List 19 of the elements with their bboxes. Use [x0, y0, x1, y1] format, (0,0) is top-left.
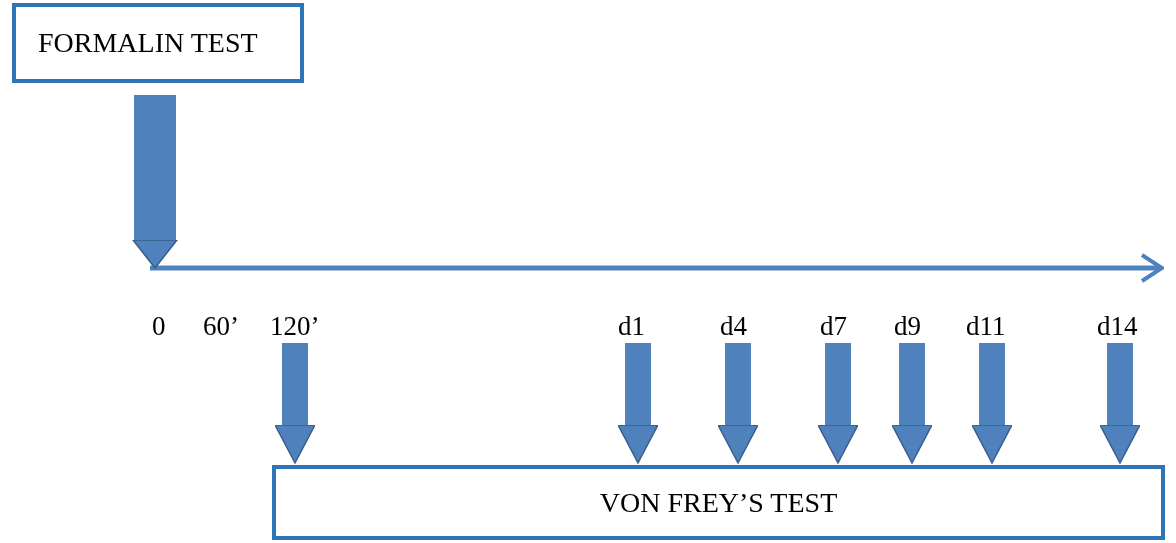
time-label: d14	[1097, 313, 1138, 340]
test-box: VON FREY’S TEST	[272, 465, 1165, 540]
time-label: d1	[618, 313, 645, 340]
block-arrow	[891, 343, 933, 464]
block-arrow	[274, 343, 316, 464]
block-arrow	[1099, 343, 1141, 464]
time-label: d9	[894, 313, 921, 340]
block-arrow	[617, 343, 659, 464]
time-label: d7	[820, 313, 847, 340]
block-arrow	[717, 343, 759, 464]
time-label: 0	[152, 313, 166, 340]
time-label: d11	[966, 313, 1006, 340]
block-arrow	[132, 95, 178, 269]
block-arrow	[971, 343, 1013, 464]
time-label: 60’	[203, 313, 239, 340]
block-arrow	[817, 343, 859, 464]
time-label: 120’	[270, 313, 320, 340]
time-label: d4	[720, 313, 747, 340]
test-box: FORMALIN TEST	[12, 3, 304, 83]
